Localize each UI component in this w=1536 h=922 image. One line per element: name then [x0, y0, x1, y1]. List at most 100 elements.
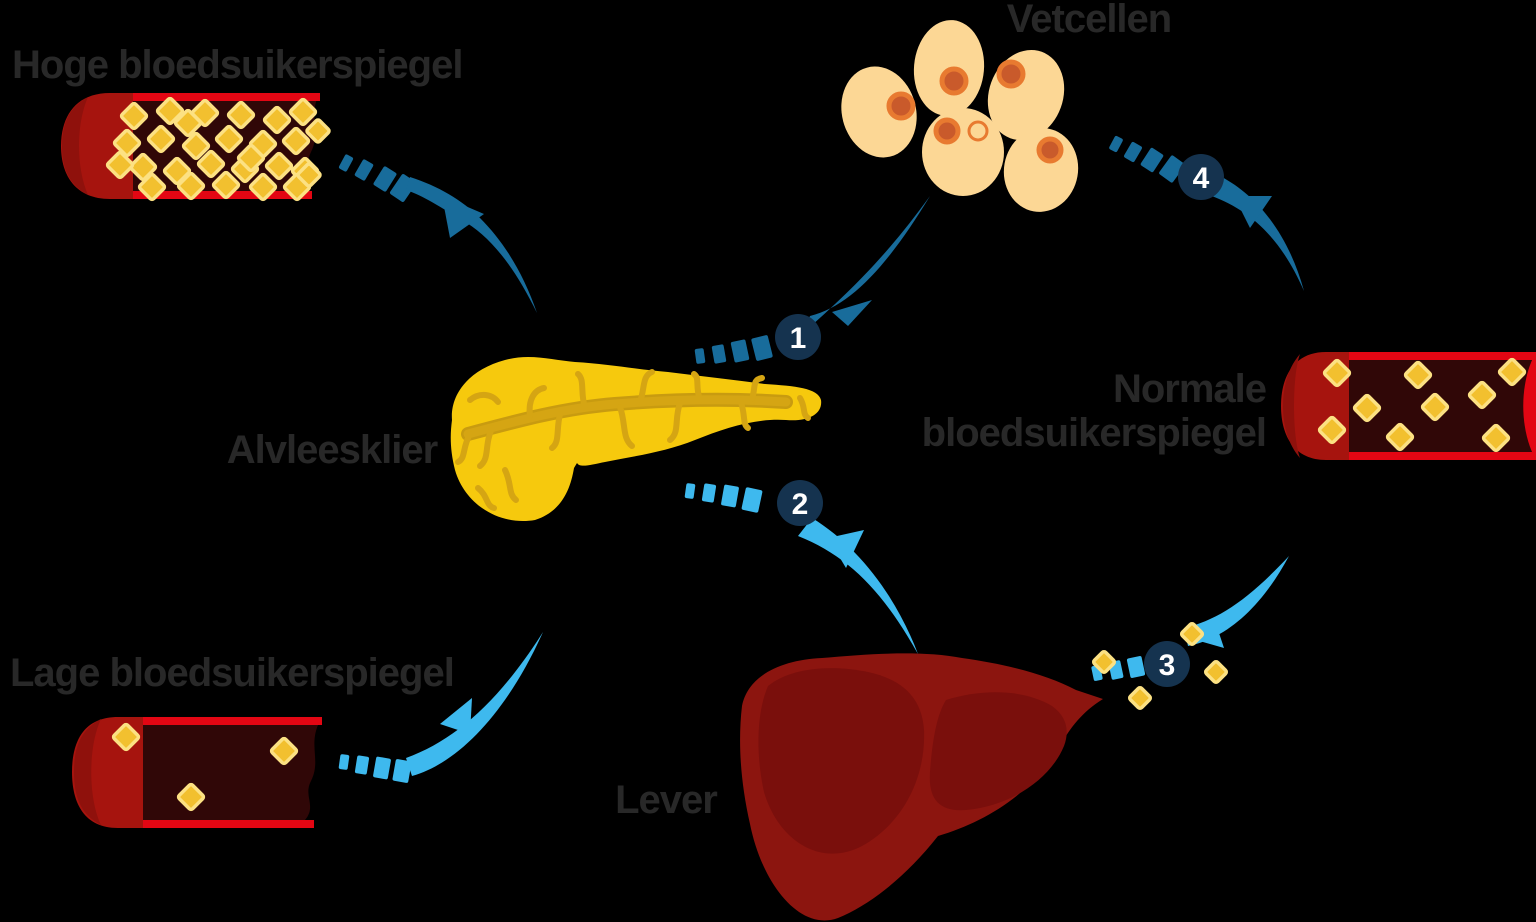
arrow-dash	[1124, 141, 1142, 163]
label-low-blood-sugar: Lage bloedsuikerspiegel	[10, 651, 454, 695]
glucose-diamonds-released	[1091, 621, 1229, 711]
glucose-icon	[1497, 357, 1527, 387]
fat-cell	[922, 108, 1004, 196]
arrow-4-dashes	[1109, 135, 1185, 183]
glucose-icon	[119, 101, 149, 131]
glucose-icon	[1352, 393, 1382, 423]
arrow-2-pancreas-to-liver	[798, 518, 918, 654]
glucose-icon	[305, 118, 331, 144]
vessel-wall-bottom	[118, 820, 314, 828]
vessel-wall-top	[116, 93, 320, 101]
duct-branch	[737, 397, 751, 431]
vessel-wall-bottom	[1330, 452, 1536, 460]
arrow-1-dashes	[694, 335, 773, 364]
label-normal-blood-sugar-line2: bloedsuikerspiegel	[922, 411, 1266, 455]
fat-cell-nucleus	[933, 117, 961, 145]
arrow-1-pancreas-to-fatcells	[802, 196, 930, 334]
duct-branch	[691, 371, 703, 403]
arrow-dash	[1140, 147, 1164, 173]
step-badge-number: 1	[790, 322, 807, 355]
arrow-dash	[741, 487, 763, 513]
arrow-2-dashes	[684, 483, 763, 513]
glucose-icon	[1385, 422, 1415, 452]
glucose-icon	[137, 172, 167, 202]
glucose-diamonds-normal	[1317, 357, 1527, 453]
glucose-icon	[105, 150, 135, 180]
step-badge	[777, 480, 823, 526]
label-normal-blood-sugar-line1: Normale	[1113, 367, 1266, 411]
vessel-normal-blood-sugar	[1281, 352, 1536, 460]
arrow-swoosh	[798, 518, 918, 654]
arrow-3-liver-to-normal	[1184, 556, 1289, 648]
glucose-icon	[236, 143, 266, 173]
arrow-dash	[730, 339, 750, 363]
duct-branch	[526, 385, 547, 419]
arrow-low-to-pancreas-dashes	[338, 754, 412, 783]
duct-branch	[617, 404, 635, 449]
pancreas-duct	[463, 395, 791, 439]
step-badge	[1144, 641, 1190, 687]
arrow-barb	[828, 530, 864, 568]
arrow-dash	[1126, 656, 1146, 678]
vessel-low-blood-sugar	[72, 717, 322, 828]
vessel-high-blood-sugar	[61, 93, 331, 202]
duct-branch	[477, 425, 495, 469]
vessel-wall-top	[1330, 352, 1536, 360]
liver-illustration	[740, 653, 1103, 921]
arrow-dash	[701, 483, 717, 503]
arrow-dash	[392, 759, 412, 783]
glucose-icon	[296, 162, 322, 188]
vessel-cap-shade	[74, 719, 101, 825]
fat-cell-nucleus	[886, 91, 916, 121]
vessel-cap-shade	[1283, 354, 1300, 458]
arrow-high-to-pancreas	[406, 177, 537, 313]
glucose-icon	[1322, 358, 1352, 388]
step-badge-number: 4	[1193, 162, 1210, 195]
arrow-barb	[1234, 196, 1272, 228]
step-badge	[775, 314, 821, 360]
glucose-icon	[173, 108, 203, 138]
arrow-swoosh	[802, 196, 930, 334]
arrow-barb	[1196, 618, 1224, 648]
step-badge-number: 3	[1159, 649, 1176, 682]
fat-cells-cluster	[841, 20, 1079, 212]
glucose-icon	[1127, 685, 1153, 711]
glucose-icon	[269, 736, 299, 766]
label-fat-cells: Vetcellen	[1007, 0, 1171, 41]
arrow-dash	[1109, 135, 1123, 153]
glucose-icon	[1481, 423, 1511, 453]
duct-branch	[637, 369, 655, 405]
step-badge	[1178, 154, 1224, 200]
vessel-cap-shade	[62, 97, 88, 195]
fat-cell-nucleus	[939, 66, 969, 96]
glucose-icon	[146, 124, 176, 154]
glucose-icon	[211, 170, 241, 200]
arrow-dash	[721, 484, 739, 508]
arrow-barb	[440, 698, 472, 734]
glucose-icon	[181, 131, 211, 161]
glucose-icon	[1420, 392, 1450, 422]
glucose-icon	[176, 171, 206, 201]
glucose-icon	[112, 128, 142, 158]
label-pancreas: Alvleesklier	[227, 428, 438, 472]
duct-branch	[475, 485, 497, 511]
arrow-barb	[442, 196, 484, 238]
arrow-dash	[694, 348, 706, 364]
arrow-swoosh	[406, 177, 537, 313]
arrow-dash	[338, 754, 350, 770]
glucose-icon	[196, 149, 226, 179]
glucose-icon	[264, 151, 294, 181]
arrow-swoosh	[406, 632, 543, 776]
glucose-diamonds-escaping	[296, 118, 331, 188]
duct-branch	[575, 371, 588, 411]
arrow-dash	[751, 335, 773, 361]
label-high-blood-sugar: Hoge bloedsuikerspiegel	[12, 43, 462, 87]
fat-cell-nucleus	[1036, 136, 1064, 164]
duct-branch	[749, 375, 765, 402]
glucose-icon	[1179, 621, 1205, 647]
pancreas-illustration	[450, 356, 822, 522]
arrow-dash	[373, 166, 397, 192]
label-liver: Lever	[615, 778, 717, 822]
arrow-dash	[1159, 155, 1185, 183]
